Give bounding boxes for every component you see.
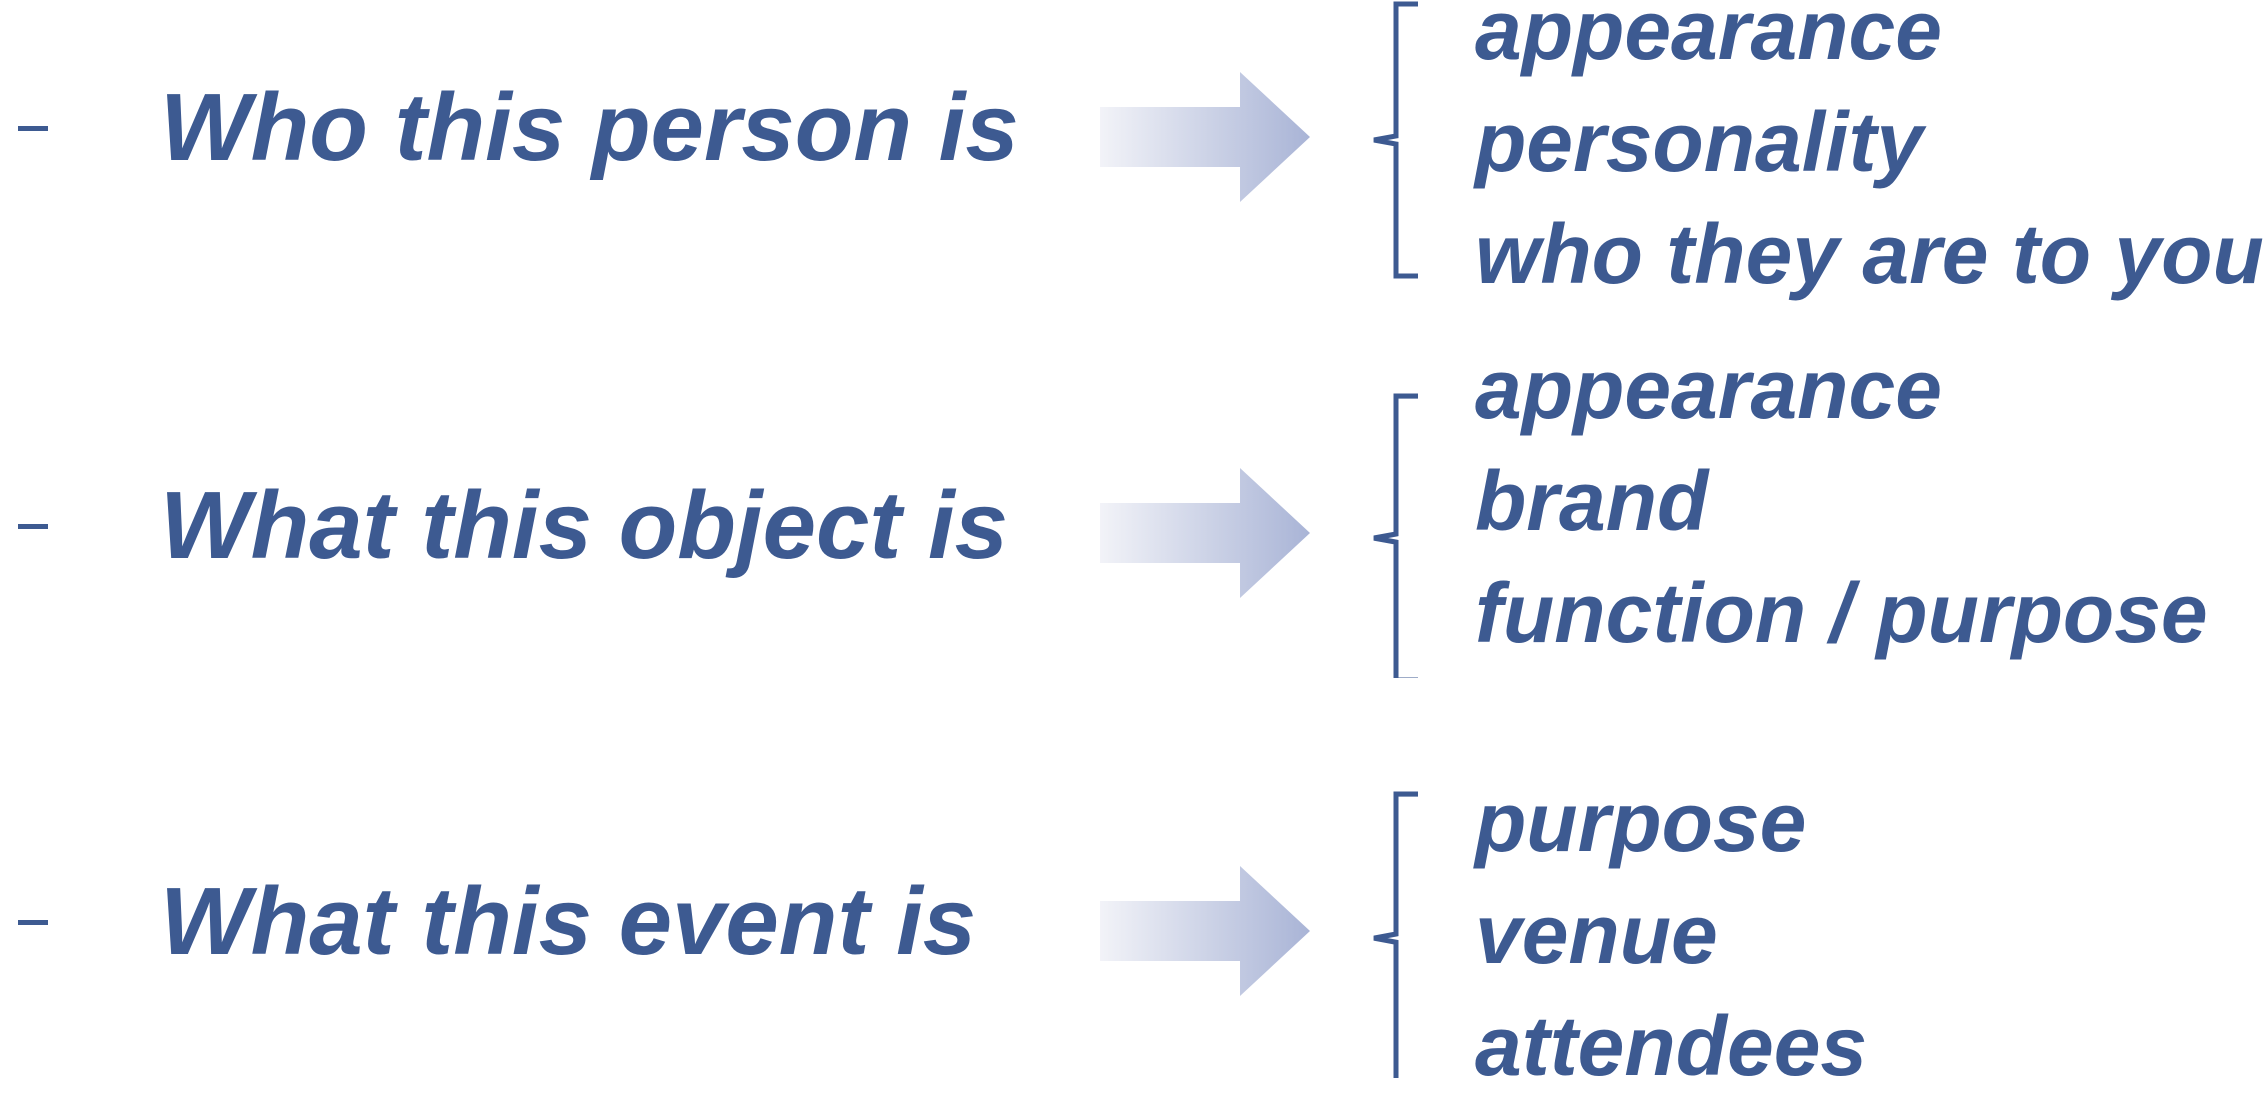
dash-icon <box>18 524 48 529</box>
items-event: purpose venue attendees <box>1475 766 1867 1102</box>
right-arrow-icon <box>1100 72 1310 202</box>
dash-icon <box>18 920 48 925</box>
list-item: venue <box>1475 887 1718 981</box>
items-person: appearance personality who they are to y… <box>1475 0 2264 310</box>
list-item: brand <box>1475 454 1709 548</box>
items-object: appearance brand function / purpose <box>1475 333 2208 669</box>
dash-icon <box>18 126 48 131</box>
left-brace-icon <box>1373 1 1418 279</box>
right-arrow-icon <box>1100 468 1310 598</box>
list-item: personality <box>1475 95 1924 189</box>
right-arrow-icon <box>1100 866 1310 996</box>
list-item: purpose <box>1475 775 1807 869</box>
list-item: attendees <box>1475 999 1868 1093</box>
left-brace-icon <box>1373 791 1418 1078</box>
heading-object: What this object is <box>160 472 1009 579</box>
list-item: function / purpose <box>1475 566 2208 660</box>
left-brace-icon <box>1373 393 1418 678</box>
list-item: appearance <box>1475 342 1942 436</box>
heading-event: What this event is <box>160 868 977 975</box>
list-item: appearance <box>1475 0 1942 77</box>
list-item: who they are to you <box>1475 207 2264 301</box>
heading-person: Who this person is <box>160 74 1019 181</box>
